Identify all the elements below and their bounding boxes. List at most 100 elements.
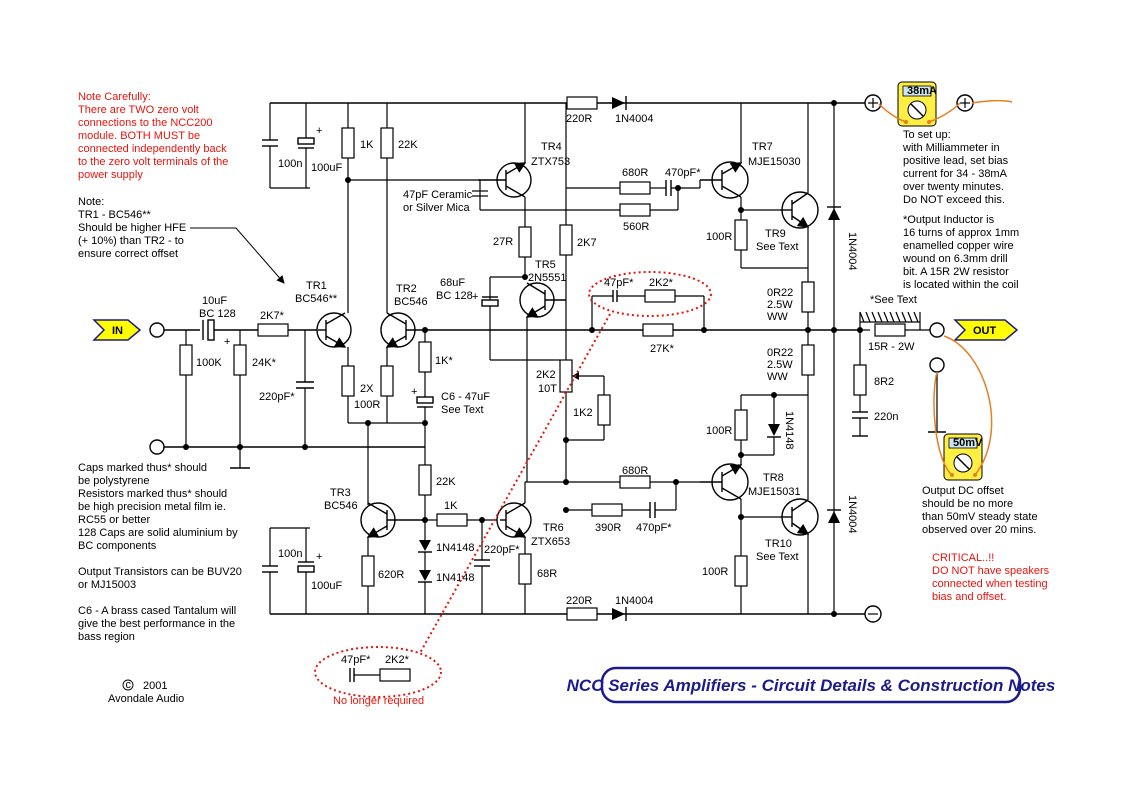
label-22k-bottom: 22K [436,476,456,488]
note-line: wound on 6.3mm drill [902,253,1008,265]
label-c6-see-text: See Text [441,404,484,416]
note-line: Output DC offset [922,485,1004,497]
label-mje15030: MJE15030 [748,156,801,168]
transistor-tr1 [316,312,352,348]
diode-1n4004-bottom [612,607,627,621]
note-line: be polystyrene [78,475,150,487]
no-longer-required-text: No longer required [333,695,424,707]
note-line: Do NOT exceed this. [903,194,1005,206]
diode-1n4148-bias [767,424,781,438]
label-47pf-feedback: 47pF* [604,277,634,289]
label-tr9: TR9 [765,228,786,240]
label-ztx753: ZTX753 [531,156,570,168]
note-line: with Milliammeter in [902,142,1000,154]
label-tr2: TR2 [396,283,417,295]
label-25w-top: 2.5W [767,299,793,311]
svg-text:+: + [316,125,322,137]
label-mje15031: MJE15031 [748,486,801,498]
note-line: connected independently back [78,143,227,155]
transistor-tr6 [496,502,532,538]
svg-text:OUT: OUT [973,325,997,337]
output-arrow: OUT [953,319,1019,341]
input-arrow: IN [92,319,142,341]
label-tr5: TR5 [535,259,556,271]
note-pointer-tr1 [190,227,285,284]
label-2k2-removed: 2K2* [385,654,410,666]
note-line: Note: [78,196,104,208]
positive-terminal[interactable] [864,94,882,112]
label-1k2: 1K2 [573,407,593,419]
note-line: is located within the coil [903,279,1019,291]
note-line: ensure correct offset [78,248,178,260]
note-line: be high precision metal film ie. [78,501,226,513]
cap-68uf [481,299,499,307]
diode-1n4148-a [418,540,432,553]
copyright-company: Avondale Audio [108,693,184,705]
label-100r-tr9: 100R [706,231,732,243]
label-1n4148-bias: 1N4148 [783,411,795,450]
copyright: c 2001 Avondale Audio [108,679,184,705]
note-careful: Note Carefully:There are TWO zero voltco… [78,91,228,181]
label-tr6: TR6 [543,522,564,534]
label-220n: 220n [874,411,898,423]
label-tr9-see-text: See Text [756,241,799,253]
input-ground-terminal[interactable] [149,439,165,455]
note-line: should be no more [922,498,1013,510]
resistor-1k2 [597,394,611,426]
resistor-27k [642,323,674,337]
label-2n5551: 2N5551 [528,272,567,284]
label-1n4004-right-bottom: 1N4004 [846,495,858,534]
label-1n4004-right-top: 1N4004 [846,232,858,271]
note-line: *Output Inductor is [903,214,995,226]
potentiometer-2k2[interactable] [559,359,573,393]
note-line: to the zero volt terminals of the [78,156,228,168]
note-line: To set up: [903,129,951,141]
note-line: connections to the NCC200 [78,117,213,129]
millivoltmeter-reading: 50mV [953,437,983,449]
label-1n4004-bottom: 1N4004 [615,595,654,607]
resistor-2k7 [559,224,573,256]
title-banner: NCC Series Amplifiers - Circuit Details … [567,666,1056,704]
transistor-tr3 [360,502,425,538]
label-27r: 27R [493,236,513,248]
output-inductor [859,311,919,323]
resistor-1k-top [341,127,355,159]
label-100n-top: 100n [278,158,302,170]
label-560r: 560R [623,221,649,233]
resistor-100r-tr1 [341,365,355,397]
negative-terminal[interactable] [864,605,882,623]
input-terminal[interactable] [149,322,165,338]
note-line: observed over 20 mins. [922,524,1036,536]
millivoltmeter: 50mV [943,433,983,481]
cap-c6 [416,396,434,404]
label-68uf: 68uF [440,277,465,289]
resistor-0r22-bottom [801,344,815,376]
note-line: BC components [78,540,157,552]
note-tr1: Note:TR1 - BC546**Should be higher HFE(+… [78,196,186,260]
transistor-tr2 [380,312,430,348]
label-2k2-pot: 2K2 [536,369,556,381]
note-line: There are TWO zero volt [78,104,199,116]
label-tr7: TR7 [752,141,773,153]
resistor-8r2 [853,364,867,396]
diode-1n4004-right-top [827,206,841,220]
transistor-tr10 [780,498,819,536]
resistor-100r-tr10 [734,555,748,587]
label-47pf-ceramic: 47pF Ceramic [403,189,473,201]
transistor-tr5 [519,282,566,318]
resistor-2k2-removed [379,668,411,682]
svg-text:IN: IN [112,325,123,337]
output-ground-terminal[interactable] [929,357,945,373]
resistor-560r [619,203,651,217]
output-terminal[interactable] [929,322,945,338]
label-100r-pair: 100R [354,399,380,411]
label-100r-tr10: 100R [702,566,728,578]
note-line: power supply [78,169,143,181]
page-title: NCC Series Amplifiers - Circuit Details … [567,676,1056,695]
resistor-22k-bottom [418,464,432,496]
resistor-1k-star [418,341,432,373]
label-10t: 10T [538,383,557,395]
label-8r2: 8R2 [874,376,894,388]
note-line: than 50mV steady state [922,511,1038,523]
label-100k: 100K [196,357,222,369]
